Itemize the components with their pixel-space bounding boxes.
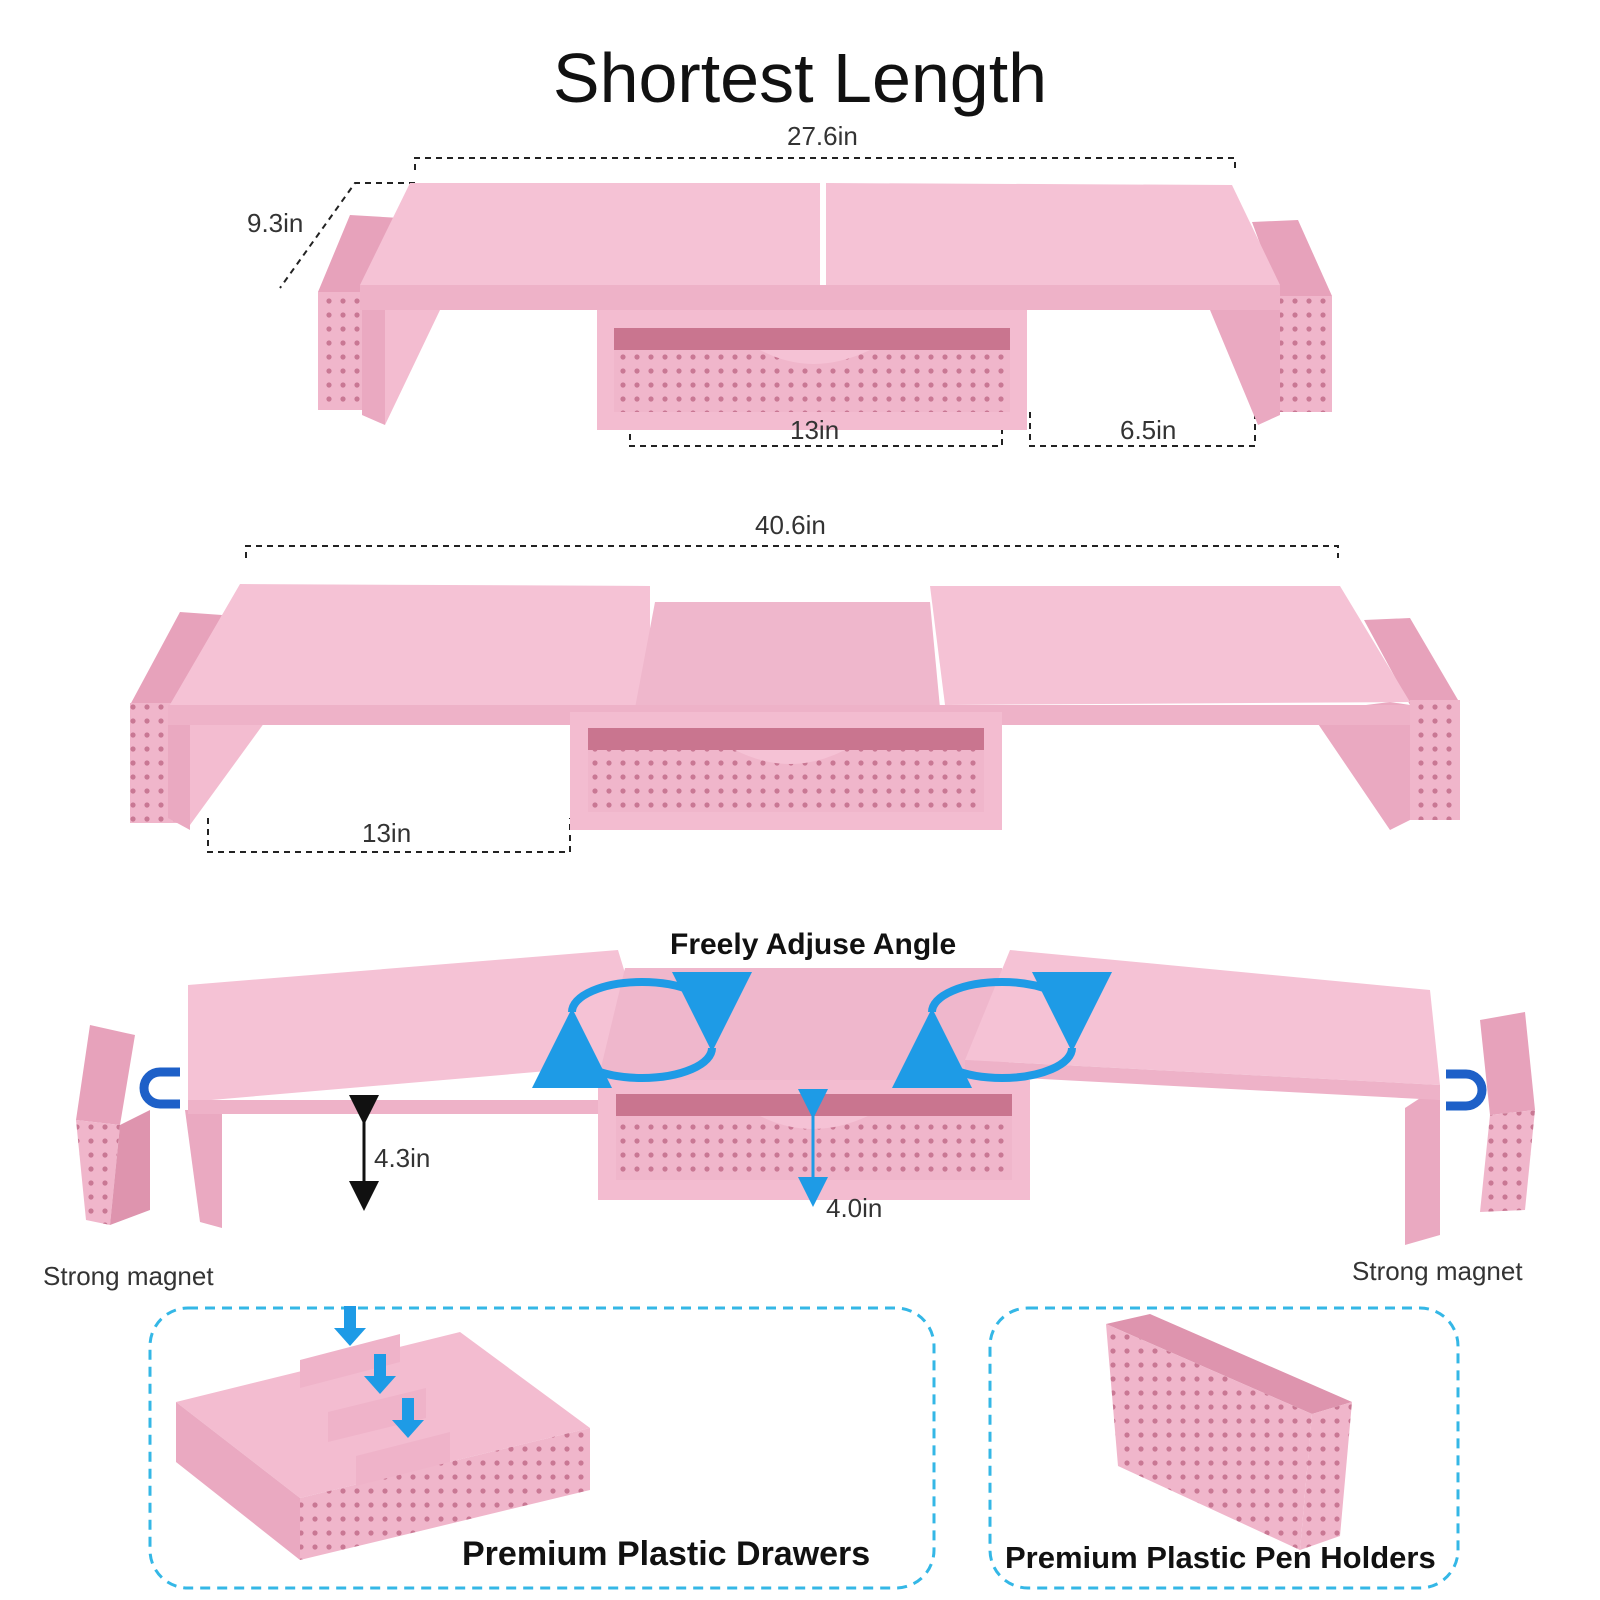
pen-holders-label: Premium Plastic Pen Holders <box>1005 1540 1436 1575</box>
magnet-label-left: Strong magnet <box>43 1261 214 1291</box>
stand-shortest <box>279 157 1332 447</box>
dim-top-depth: 9.3in <box>247 208 304 238</box>
drawers-label: Premium Plastic Drawers <box>462 1535 871 1573</box>
dim-top-width: 27.6in <box>787 121 858 151</box>
page-title: Shortest Length <box>552 39 1048 117</box>
dim-mid-side: 13in <box>362 818 412 848</box>
stand-angled <box>76 950 1535 1245</box>
drawer-tray-illustration <box>176 1306 590 1560</box>
dim-top-side: 6.5in <box>1120 415 1177 445</box>
dim-drawer-height: 4.0in <box>826 1193 883 1223</box>
dim-mid-width: 40.6in <box>755 510 826 540</box>
dim-angle-height: 4.3in <box>374 1143 431 1173</box>
stand-extended <box>130 545 1460 853</box>
dim-top-drawer: 13in <box>790 415 840 445</box>
drawer-frame <box>148 1306 936 1590</box>
pen-holder-illustration <box>1106 1314 1352 1550</box>
angle-label: Freely Adjuse Angle <box>670 928 957 961</box>
pen-holder-frame <box>988 1306 1460 1590</box>
magnet-label-right: Strong magnet <box>1352 1256 1523 1286</box>
